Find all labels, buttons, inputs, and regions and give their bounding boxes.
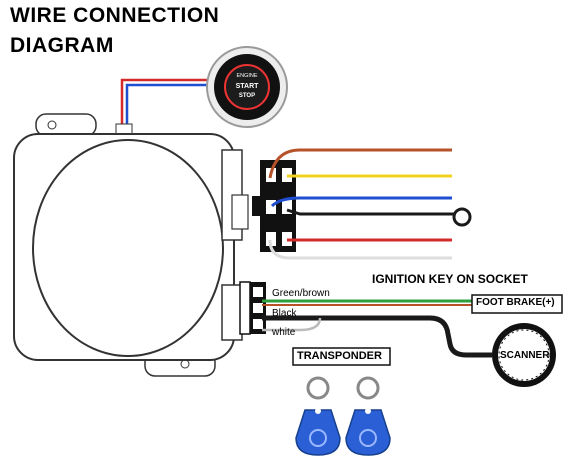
foot-brake-label: FOOT BRAKE(+) bbox=[476, 297, 555, 308]
diagram-title-line2: DIAGRAM bbox=[10, 34, 114, 57]
transponder-label: TRANSPONDER bbox=[297, 350, 382, 362]
black-wire-label: Black bbox=[272, 308, 297, 319]
scanner-label: SCANNER bbox=[500, 350, 550, 361]
button-cable bbox=[115, 78, 212, 135]
foot-brake-wire bbox=[262, 294, 563, 314]
ignition-label: IGNITION KEY ON SOCKET bbox=[372, 272, 528, 286]
white-wire-label: white bbox=[272, 327, 296, 338]
scanner-ring bbox=[492, 323, 556, 387]
scanner-cable bbox=[262, 315, 492, 358]
diagram-title-line1: WIRE CONNECTION bbox=[10, 4, 220, 27]
button-text-stop: STOP bbox=[239, 93, 255, 99]
transponder-tag-left bbox=[295, 376, 341, 456]
ignition-wires bbox=[268, 148, 472, 260]
transponder-label-box bbox=[292, 347, 391, 366]
button-text-engine: ENGINE bbox=[236, 73, 257, 79]
six-pin-connector bbox=[252, 160, 296, 252]
three-pin-connector bbox=[239, 281, 266, 335]
control-module bbox=[13, 113, 249, 377]
green-brown-wire-label: Green/brown bbox=[272, 288, 330, 299]
engine-start-stop-button: ENGINE START STOP bbox=[206, 46, 288, 128]
button-text-start: START bbox=[236, 83, 260, 90]
transponder-tag-right bbox=[345, 376, 391, 456]
